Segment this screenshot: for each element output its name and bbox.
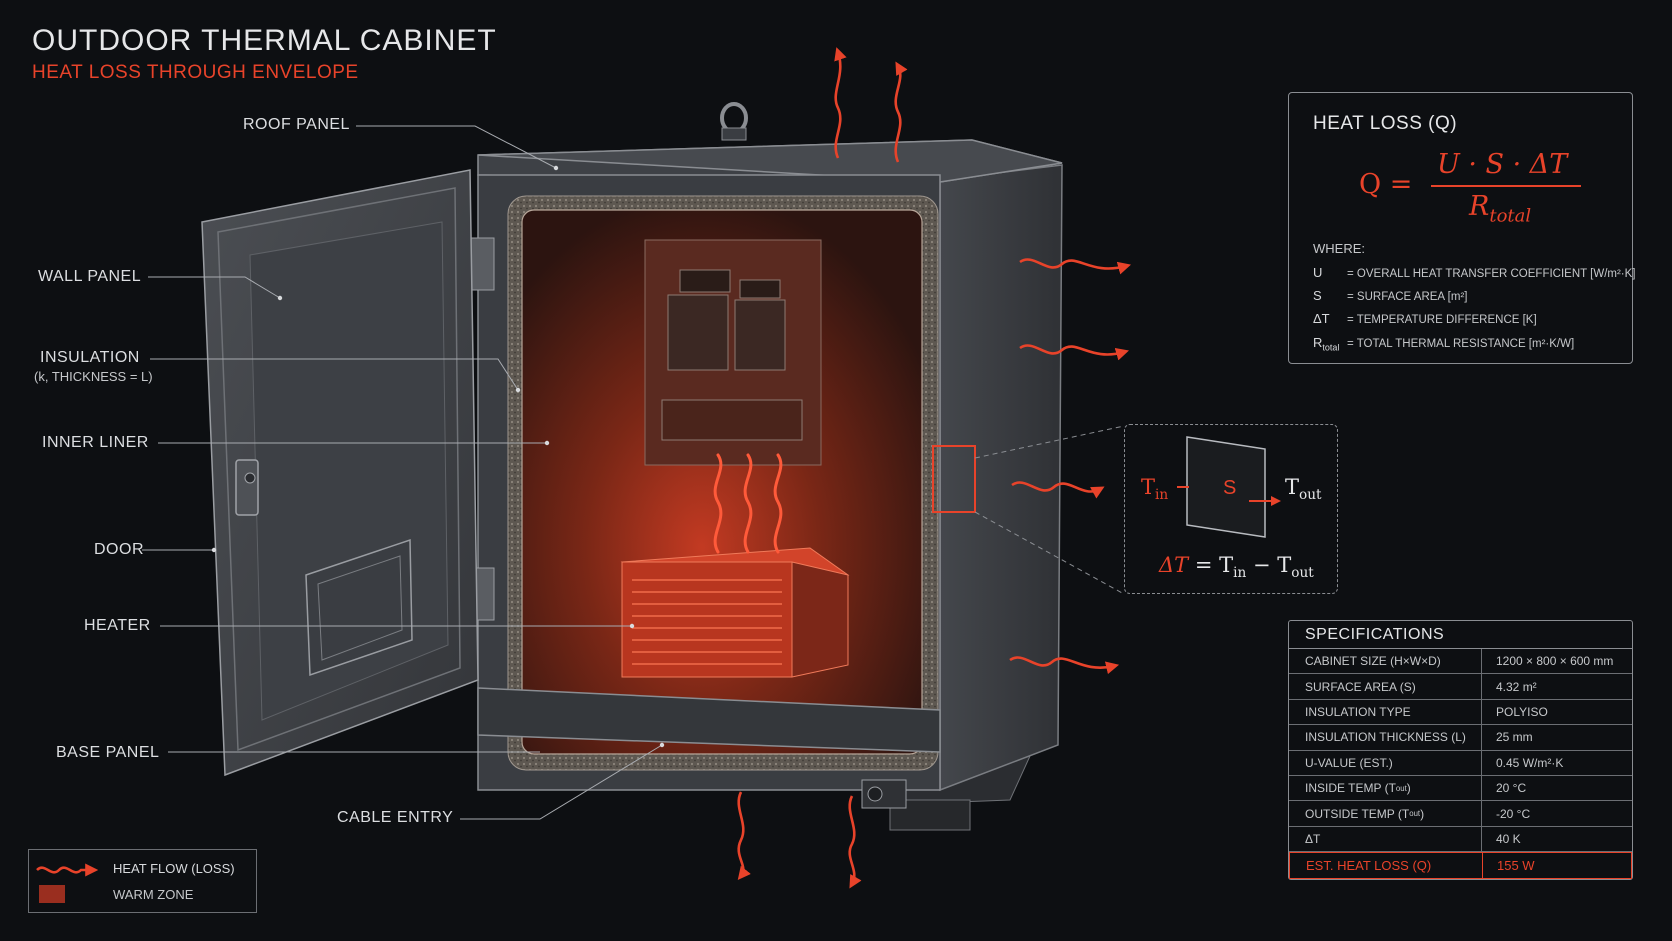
specifications-table: SPECIFICATIONS CABINET SIZE (H×W×D)1200 … [1288,620,1633,880]
zoom-surface-s: S [1223,477,1237,499]
label-roof-panel: ROOF PANEL [243,116,350,133]
label-door: DOOR [94,541,144,558]
definition-row: ΔT= TEMPERATURE DIFFERENCE [K] [1313,311,1537,326]
label-inner-liner: INNER LINER [42,434,149,451]
formula-lhs: Q = [1359,169,1413,200]
where-label: WHERE: [1313,241,1365,256]
label-base-panel: BASE PANEL [56,744,160,761]
wall-section-highlight [932,445,976,513]
label-cable-entry: CABLE ENTRY [337,809,454,826]
legend-warm-zone-label: WARM ZONE [113,887,194,902]
label-insulation-sub: (k, THICKNESS = L) [34,369,153,384]
legend-heat-flow-label: HEAT FLOW (LOSS) [113,861,235,876]
eye-bolt-icon [720,102,748,141]
door [201,169,479,777]
delta-t-equation: ΔT = Tin − Tout [1159,553,1314,582]
heat-flow-arrow-icon [36,863,99,877]
leader-lines [142,125,663,820]
wall-detail-zoom: Tin S Tout ΔT = Tin − Tout [1124,424,1338,594]
label-heater: HEATER [84,617,151,634]
definition-row: U= OVERALL HEAT TRANSFER COEFFICIENT [W/… [1313,265,1636,280]
heater [620,547,850,678]
specs-title: SPECIFICATIONS [1289,621,1632,649]
formula-title: HEAT LOSS (Q) [1313,113,1458,134]
heater-heat-waves [713,453,783,554]
label-wall-panel: WALL PANEL [38,268,142,285]
base-panel [477,687,941,753]
label-insulation: INSULATION [40,349,140,366]
heat-loss-formula-panel: HEAT LOSS (Q) Q = U · S · ΔT Rtotal WHER… [1288,92,1636,364]
leader-dots [211,165,665,748]
formula-denominator: Rtotal [1469,191,1532,227]
wall-sample-panel [1177,436,1281,538]
table-row: INSULATION THICKNESS (L)25 mm [1289,725,1632,751]
door-latch-icon [235,459,259,516]
heat-flow-arrow-icon [737,47,1132,889]
definition-row: Rtotal= TOTAL THERMAL RESISTANCE [m²·K/W… [1313,335,1575,353]
formula-fraction-bar [1431,185,1581,187]
table-row: U-VALUE (EST.)0.45 W/m²·K [1289,750,1632,776]
page-title: OUTDOOR THERMAL CABINET [32,24,497,57]
right-side-wall [939,164,1063,792]
cable-entry [861,779,907,809]
zoom-t-out: Tout [1285,475,1322,504]
table-row: SURFACE AREA (S)4.32 m² [1289,674,1632,700]
formula-numerator: U · S · ΔT [1437,149,1568,180]
warm-zone-swatch-icon [39,885,65,903]
legend: HEAT FLOW (LOSS) WARM ZONE [28,849,257,913]
table-row-heat-loss: EST. HEAT LOSS (Q)155 W [1289,852,1632,879]
table-row: CABINET SIZE (H×W×D)1200 × 800 × 600 mm [1289,649,1632,675]
mounting-plate [644,239,822,466]
zoom-t-in: Tin [1141,475,1169,504]
page-subtitle: HEAT LOSS THROUGH ENVELOPE [32,62,359,83]
definition-row: S= SURFACE AREA [m²] [1313,288,1468,303]
